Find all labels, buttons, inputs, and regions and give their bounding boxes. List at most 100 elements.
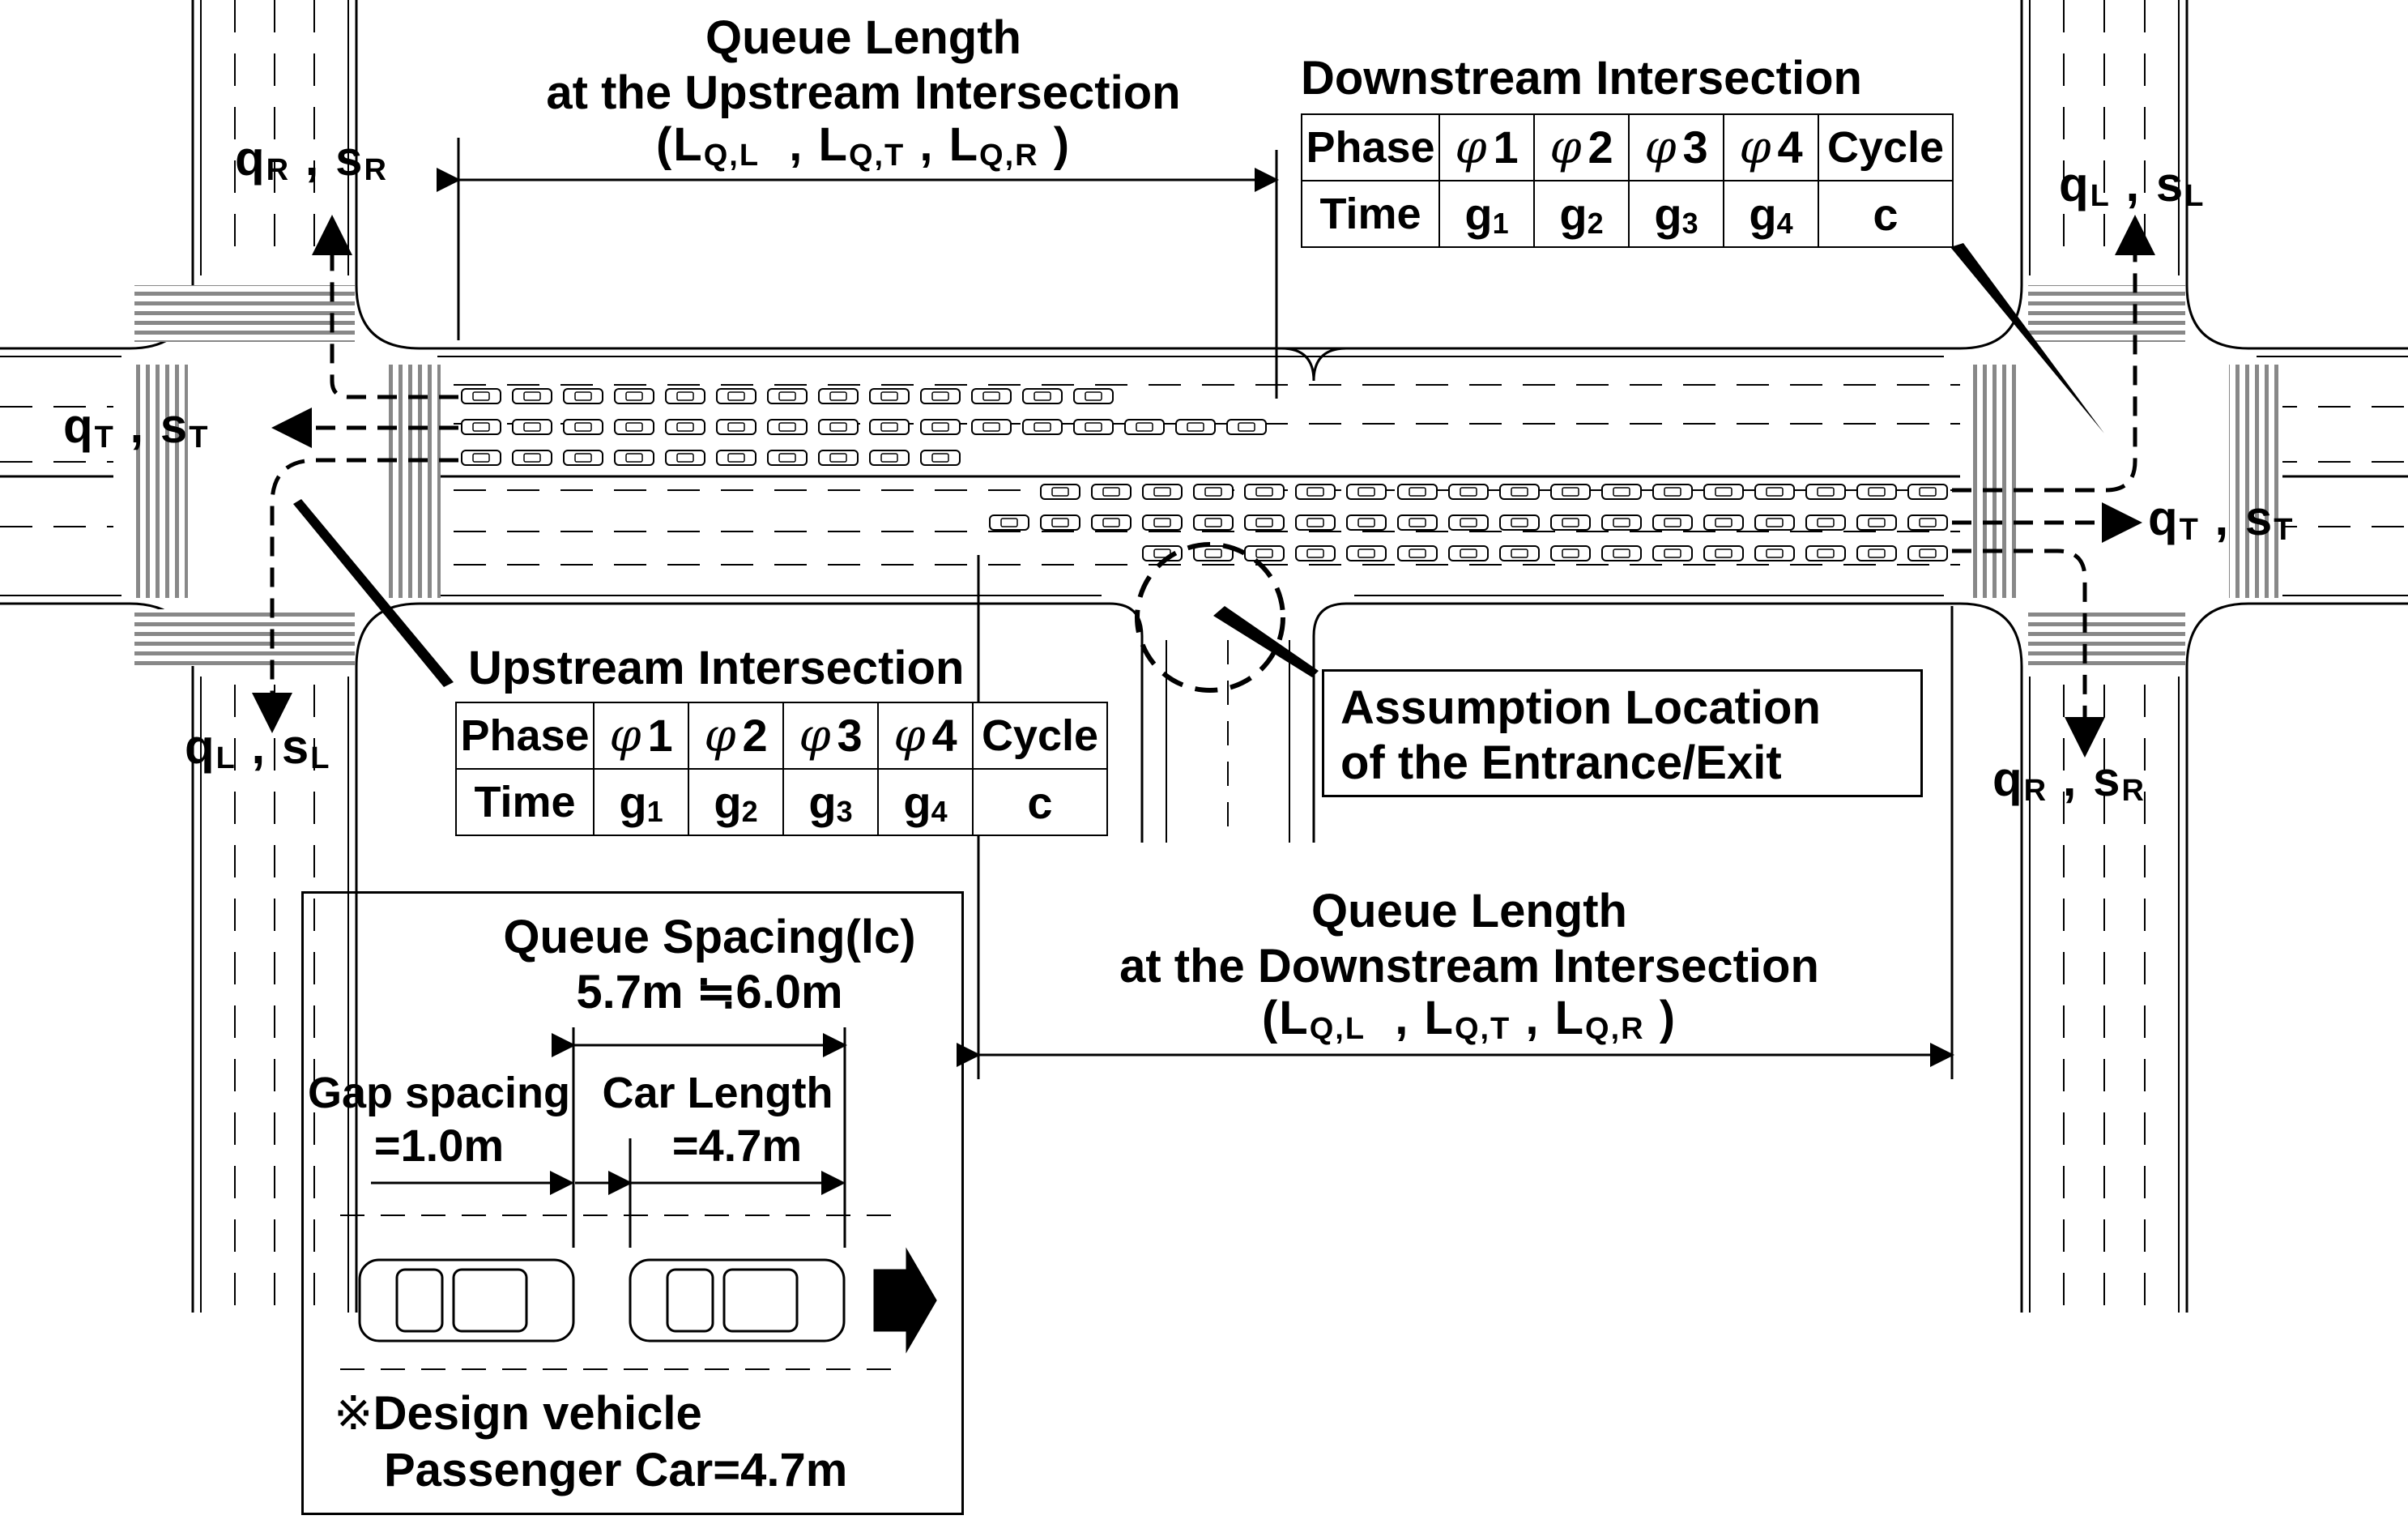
upstream-queued-car [512,419,552,435]
upstream-queued-car-window [931,453,949,463]
downstream-queued-car-window [1664,549,1681,558]
upstream-table-title: Upstream Intersection [468,642,965,694]
downstream-queued-car [1907,484,1948,500]
upstream-queued-car [1124,419,1165,435]
upstream-queued-car-window [523,453,541,463]
upstream-queued-car-window [676,422,694,432]
upstream-queued-car [818,450,859,466]
upstream-queued-car [716,450,756,466]
downstream-queued-car [1601,484,1642,500]
car-length-label: Car Length [602,1069,833,1117]
downstream-queued-car [1346,514,1387,531]
green-3: g3 [782,768,879,836]
upstream-queued-car-window [1136,422,1153,432]
downstream-queued-car [1499,484,1540,500]
upstream-queued-car-window [829,453,847,463]
time-header: Time [455,768,595,836]
upstream-queued-car-window [727,391,745,401]
downstream-queued-car [1295,545,1336,561]
upstream-queued-car [920,450,961,466]
upstream-queued-car [614,388,654,404]
upstream-queued-car-window [1034,422,1051,432]
downstream-queued-car [1244,484,1285,500]
downstream-queued-car [1856,545,1897,561]
upstream-queued-car [1175,419,1216,435]
legend-cars [358,1247,937,1354]
downstream-queued-car [1907,545,1948,561]
downstream-queued-car-window [1562,549,1579,558]
upstream-queued-car-window [1238,422,1255,432]
phase-header: Phase [1301,113,1440,181]
time-header: Time [1301,180,1440,248]
downstream-queued-car-window [1460,549,1477,558]
crosswalks [134,285,2282,666]
downstream-queued-car-window [1357,518,1375,527]
downstream-queued-car-window [1817,549,1835,558]
downstream-queued-car [1091,484,1132,500]
upstream-queued-car [920,388,961,404]
downstream-queued-car-window [1613,549,1630,558]
upstream-queued-car [461,419,501,435]
upstream-queued-car [1073,388,1114,404]
green-4: g4 [1723,180,1819,248]
downstream-queued-car-window [1766,518,1784,527]
upstream-queued-car-window [625,391,643,401]
downstream-queued-car [1652,514,1693,531]
phase-header: Phase [455,702,595,770]
upstream-queued-car-window [982,391,1000,401]
downstream-queued-car [1856,514,1897,531]
upstream-queued-car-window [523,422,541,432]
upstream-queued-car-window [676,391,694,401]
downstream-queued-car-window [1919,518,1937,527]
downstream-queued-car-window [1102,518,1120,527]
cycle-value: c [972,768,1108,836]
flow-label-downstream-through: qT , sT [2148,491,2295,547]
flow-label-upstream-through: qT , sT [63,399,210,455]
downstream-queued-car-window [1766,549,1784,558]
downstream-queued-car-window [1255,549,1273,558]
downstream-queued-car [1550,484,1591,500]
downstream-queued-car [1397,514,1438,531]
downstream-queued-car [1295,514,1336,531]
upstream-queued-car [767,450,808,466]
upstream-queued-car-window [829,422,847,432]
upstream-queued-car-window [523,391,541,401]
downstream-queued-car [1244,514,1285,531]
upstream-queued-car [461,450,501,466]
downstream-queued-car-window [1409,549,1426,558]
downstream-queued-car [1448,484,1489,500]
downstream-queued-car [989,514,1029,531]
cycle-header: Cycle [972,702,1108,770]
legend-lines [340,1027,891,1370]
downstream-queued-car-window [1102,487,1120,497]
downstream-queued-car-window [1409,487,1426,497]
downstream-queued-car [1346,545,1387,561]
upstream-queued-car-window [931,422,949,432]
downstream-queue-symbols: (LQ,L , LQ,T , LQ,R ) [1261,992,1677,1046]
upstream-queued-car-window [982,422,1000,432]
flow-label-upstream-left: qL , sL [185,719,331,775]
gap-spacing-label: Gap spacing [307,1069,571,1117]
upstream-queued-car-window [625,453,643,463]
upstream-queued-car-window [778,422,796,432]
upstream-queued-car-window [778,391,796,401]
downstream-queued-car-window [1409,518,1426,527]
downstream-queued-car-window [1715,487,1732,497]
upstream-queued-car-window [625,422,643,432]
upstream-queued-car [461,388,501,404]
downstream-queued-car [1601,545,1642,561]
passenger-car-note: Passenger Car=4.7m [384,1444,848,1496]
downstream-queued-car [1397,484,1438,500]
downstream-queued-car [1040,484,1080,500]
upstream-queued-car-window [1085,391,1102,401]
upstream-queued-car-window [880,453,898,463]
downstream-queued-car-window [1255,487,1273,497]
assumption-line-1: Assumption Location [1340,681,1821,734]
upstream-queued-car-window [676,453,694,463]
upstream-queued-car-window [574,422,592,432]
downstream-queued-car-window [1051,487,1069,497]
